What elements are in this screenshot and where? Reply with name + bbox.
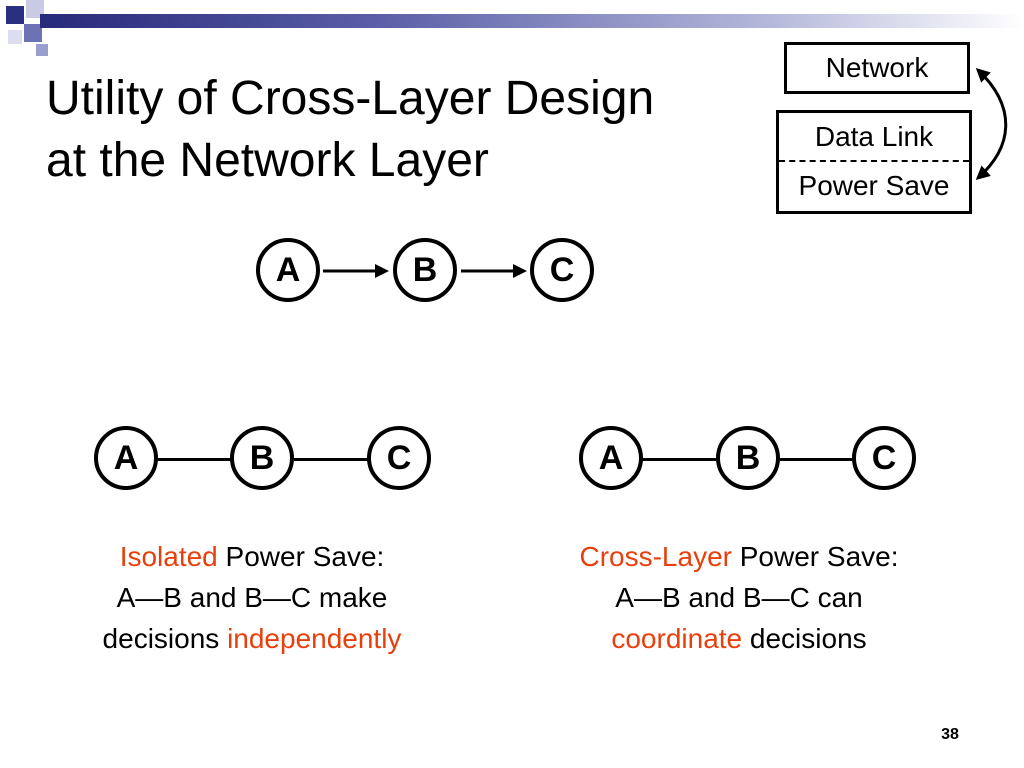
left-caption-line-1: Isolated Power Save: <box>42 536 462 577</box>
left-caption-line-3: decisions independently <box>42 618 462 659</box>
node-label: A <box>113 438 139 477</box>
node-label: A <box>275 250 301 289</box>
node-label: B <box>735 438 761 477</box>
right-link-b-c <box>778 458 858 461</box>
node-label: C <box>386 438 412 477</box>
top-node-b: B <box>393 238 457 302</box>
right-caption-plain: decisions <box>742 623 867 654</box>
left-caption-highlight-2: independently <box>227 623 402 654</box>
right-node-c: C <box>852 426 916 490</box>
node-label: B <box>412 250 438 289</box>
right-node-a: A <box>579 426 643 490</box>
left-node-b: B <box>230 426 294 490</box>
power-save-label: Power Save <box>798 170 950 201</box>
right-link-a-b <box>640 458 720 461</box>
top-node-a: A <box>256 238 320 302</box>
slide-title: Utility of Cross-Layer Design at the Net… <box>46 68 654 192</box>
template-square-small <box>36 44 48 56</box>
right-caption-line-2: A—B and B—C can <box>615 582 863 613</box>
data-link-layer-box: Data Link Power Save <box>776 110 972 214</box>
right-node-b: B <box>716 426 780 490</box>
slide-title-line-2: at the Network Layer <box>46 134 489 187</box>
left-link-a-b <box>156 458 236 461</box>
network-layer-box: Network <box>784 42 970 94</box>
right-caption-highlight: Cross-Layer <box>579 541 732 572</box>
page-number: 38 <box>941 726 959 743</box>
layer-dashed-divider <box>779 160 969 162</box>
template-square-pale <box>8 30 22 44</box>
node-label: A <box>598 438 624 477</box>
right-caption-line-1: Cross-Layer Power Save: <box>529 536 949 577</box>
network-layer-label: Network <box>825 52 929 83</box>
template-top-bar <box>40 14 1024 28</box>
left-caption-line-2: A—B and B—C make <box>116 582 388 613</box>
template-square-mid <box>24 24 42 42</box>
left-caption: Isolated Power Save: A—B and B—C make de… <box>42 536 462 659</box>
left-caption-rest: Power Save: <box>217 541 385 572</box>
slide-title-line-1: Utility of Cross-Layer Design <box>46 72 655 125</box>
node-label: C <box>871 438 897 477</box>
left-caption-plain: decisions <box>102 623 228 654</box>
right-caption-highlight-2: coordinate <box>611 623 743 654</box>
right-caption-line-3: coordinate decisions <box>529 618 949 659</box>
node-label: B <box>249 438 275 477</box>
template-square-light <box>26 0 44 18</box>
left-link-b-c <box>294 458 374 461</box>
node-label: C <box>549 250 575 289</box>
data-link-label: Data Link <box>814 121 934 152</box>
top-node-c: C <box>530 238 594 302</box>
template-square-dark <box>6 6 24 24</box>
right-caption-rest: Power Save: <box>731 541 899 572</box>
left-node-a: A <box>94 426 158 490</box>
right-caption: Cross-Layer Power Save: A—B and B—C can … <box>529 536 949 659</box>
left-caption-highlight: Isolated <box>119 541 218 572</box>
cross-layer-double-arrow <box>975 67 1008 180</box>
left-node-c: C <box>367 426 431 490</box>
